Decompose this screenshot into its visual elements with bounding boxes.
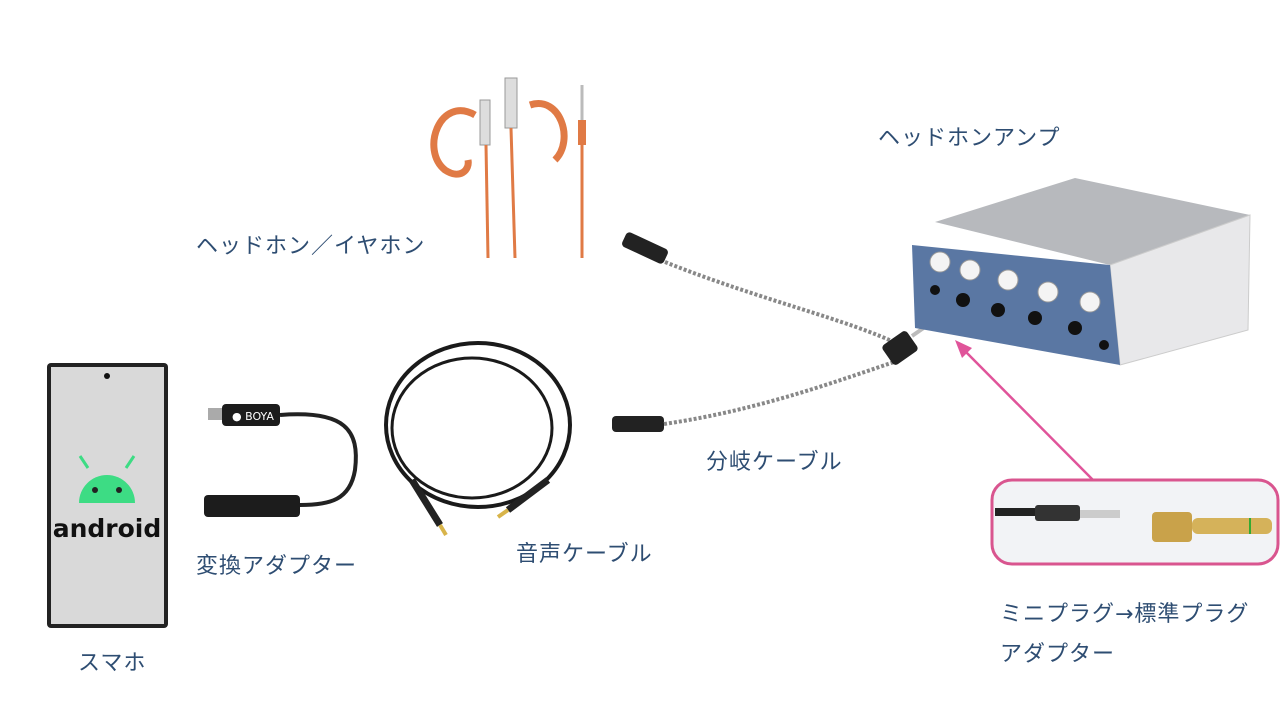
label-smartphone: スマホ <box>78 651 147 676</box>
earphones-image <box>430 77 586 259</box>
adapter-brand-logo: ● BOYA <box>232 410 274 423</box>
label-headphones: ヘッドホン／イヤホン <box>196 234 426 259</box>
label-plug-adapter-line2: アダプター <box>1000 642 1116 667</box>
label-headphone-amp: ヘッドホンアンプ <box>878 126 1061 151</box>
audio-cable-image <box>384 341 572 537</box>
label-plug-adapter-line1: ミニプラグ→標準プラグ <box>1000 602 1250 627</box>
smartphone-image: android <box>47 363 168 628</box>
android-wordmark: android <box>53 514 162 543</box>
label-converter-adapter: 変換アダプター <box>196 554 358 579</box>
label-splitter-cable: 分岐ケーブル <box>706 450 843 475</box>
pointer-arrow <box>955 340 1096 483</box>
splitter-cable-image <box>612 232 937 432</box>
headphone-amp-image <box>912 178 1251 366</box>
android-logo: android <box>53 455 162 543</box>
plug-adapter-image <box>990 478 1280 566</box>
converter-adapter-image: ● BOYA <box>204 404 358 517</box>
label-audio-cable: 音声ケーブル <box>516 542 653 567</box>
